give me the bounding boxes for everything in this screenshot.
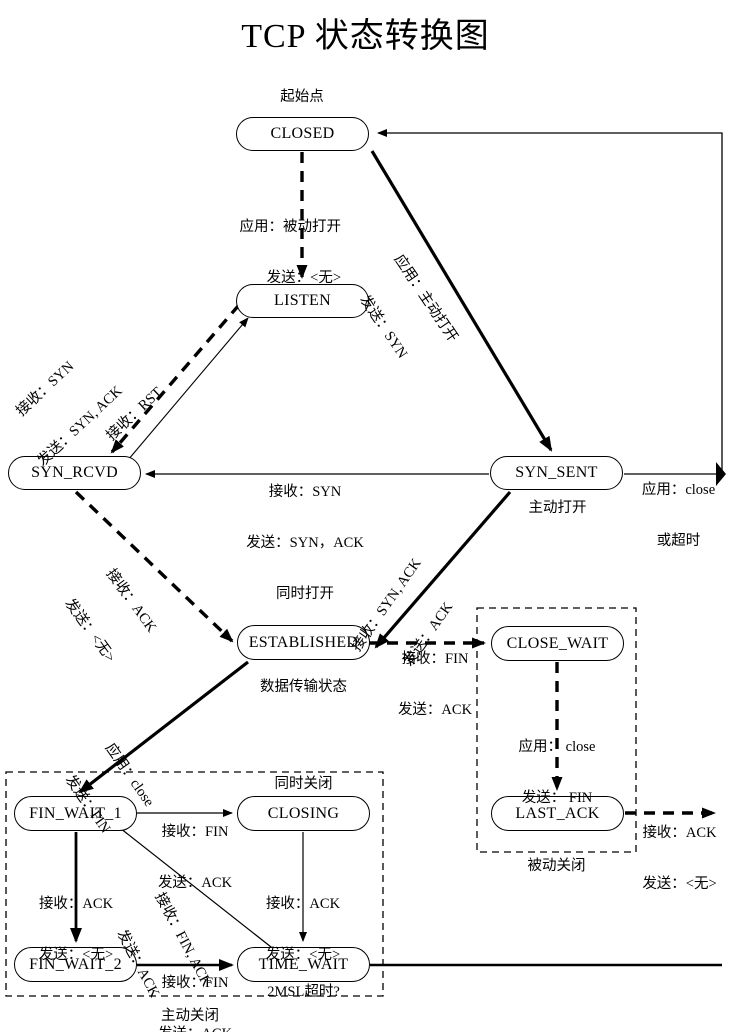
- label-line: 接收：FIN: [161, 824, 229, 840]
- label-line: 应用：close: [641, 482, 716, 498]
- state-label: CLOSE_WAIT: [506, 634, 609, 652]
- label-last-ack-to-closed: 接收：ACK 发送：<无>: [628, 791, 731, 927]
- state-time-wait[interactable]: TIME_WAIT: [237, 947, 370, 982]
- caption-established-note: 数据传输状态: [260, 679, 347, 695]
- label-line: 发送：ACK: [397, 702, 473, 718]
- passive-close-group-box: [476, 607, 637, 853]
- caption-syn-sent-note: 主动打开: [528, 500, 587, 516]
- label-line: 接收：ACK: [265, 896, 341, 912]
- label-line: 发送：<无>: [266, 270, 341, 286]
- label-line: 或超时: [656, 533, 701, 549]
- edge-syn-rcvd-to-listen: [127, 317, 249, 461]
- label-fin-wait-2-to-time-wait: 接收：FIN 发送：ACK: [140, 941, 250, 1032]
- state-label: LAST_ACK: [515, 804, 600, 822]
- label-line: 接收：SYN: [268, 484, 342, 500]
- label-line: 应用： close: [518, 739, 596, 755]
- caption-passive-close: 被动关闭: [527, 858, 586, 874]
- label-line: 接收：ACK: [642, 825, 717, 841]
- label-line: 接收：FIN: [161, 975, 229, 991]
- state-label: LISTEN: [274, 292, 331, 309]
- arrowhead-syn-sent-right: [716, 462, 726, 486]
- state-established[interactable]: ESTABLISHED: [237, 625, 370, 660]
- label-line: 发送： FIN: [521, 790, 593, 806]
- state-last-ack[interactable]: LAST_ACK: [491, 796, 624, 831]
- caption-time-wait-note: 2MSL超时?: [267, 984, 340, 1000]
- state-label: FIN_WAIT_2: [29, 955, 122, 973]
- state-label: TIME_WAIT: [258, 955, 349, 973]
- label-close-wait-to-last-ack: 应用： close 发送： FIN: [487, 705, 627, 841]
- state-closing[interactable]: CLOSING: [237, 796, 370, 831]
- caption-simultaneous-close: 同时关闭: [274, 776, 333, 792]
- label-line: 发送：ACK: [157, 875, 233, 891]
- state-label: CLOSING: [267, 804, 340, 822]
- edge-syn-rcvd-to-established: [74, 490, 234, 643]
- edge-closed-to-syn-sent: [370, 150, 553, 452]
- label-line: 接收：FIN: [401, 651, 469, 667]
- label-closed-to-listen: 应用：被动打开 发送：<无>: [141, 185, 342, 321]
- label-line: 发送：SYN，ACK: [246, 535, 364, 551]
- state-closed[interactable]: CLOSED: [236, 117, 369, 151]
- state-label: SYN_RCVD: [31, 464, 118, 481]
- label-line: 发送：<无>: [642, 876, 717, 892]
- label-line: 发送：ACK: [140, 1026, 250, 1032]
- label-line: 应用：被动打开: [239, 219, 342, 235]
- label-syn-sent-to-syn-rcvd: 接收：SYN 发送：SYN，ACK 同时打开: [190, 450, 420, 637]
- label-closing-to-time-wait: 接收：ACK 发送：<无>: [243, 862, 363, 998]
- edge-syn-sent-to-closed: [377, 129, 723, 475]
- label-line: 同时打开: [276, 586, 334, 602]
- caption-active-close: 主动关闭: [161, 1008, 219, 1024]
- state-syn-sent[interactable]: SYN_SENT: [490, 456, 623, 490]
- label-line: 发送：<无>: [38, 947, 114, 963]
- edge-listen-to-syn-rcvd: [110, 303, 241, 454]
- state-close-wait[interactable]: CLOSE_WAIT: [491, 626, 624, 661]
- label-syn-sent-to-closed: 应用：close 或超时: [626, 448, 731, 584]
- label-line: 接收：ACK: [38, 896, 114, 912]
- state-listen[interactable]: LISTEN: [236, 284, 369, 318]
- state-syn-rcvd[interactable]: SYN_RCVD: [8, 456, 141, 490]
- label-established-to-close-wait: 接收：FIN 发送：ACK: [381, 617, 489, 753]
- state-fin-wait-2[interactable]: FIN_WAIT_2: [14, 947, 137, 982]
- edge-syn-sent-to-established: [374, 490, 512, 649]
- page-title: TCP 状态转换图: [241, 18, 490, 55]
- label-fin-wait-1-to-closing: 接收：FIN 发送：ACK: [141, 790, 249, 926]
- edge-fin-wait-1-to-time-wait: [119, 827, 286, 959]
- caption-start-point: 起始点: [280, 89, 324, 105]
- edge-established-to-fin-wait-1: [78, 660, 249, 794]
- label-fin-wait-1-to-fin-wait-2: 接收：ACK 发送：<无>: [16, 862, 136, 998]
- state-label: ESTABLISHED: [248, 633, 359, 651]
- state-label: SYN_SENT: [515, 464, 598, 481]
- state-fin-wait-1[interactable]: FIN_WAIT_1: [14, 796, 137, 831]
- state-label: CLOSED: [270, 125, 335, 142]
- state-label: FIN_WAIT_1: [29, 804, 122, 822]
- label-line: 发送：<无>: [265, 947, 341, 963]
